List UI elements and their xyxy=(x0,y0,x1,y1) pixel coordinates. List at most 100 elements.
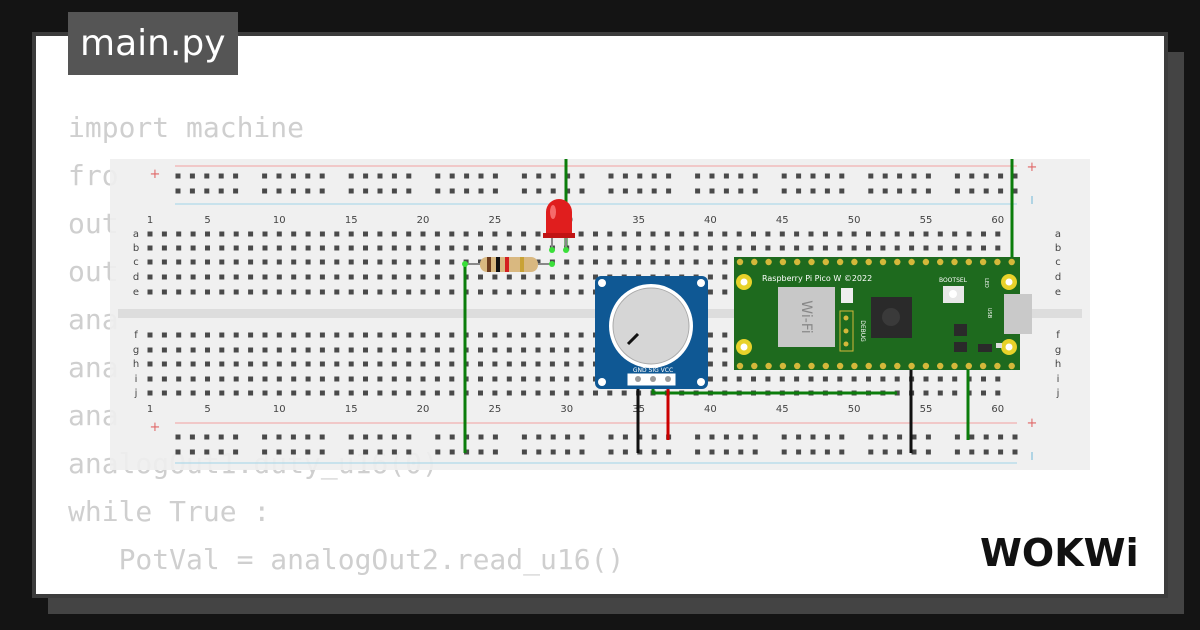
breadboard-hole[interactable] xyxy=(262,332,268,338)
breadboard-hole[interactable] xyxy=(363,347,368,353)
breadboard-hole[interactable] xyxy=(781,188,787,194)
breadboard-hole[interactable] xyxy=(147,376,153,382)
breadboard-hole[interactable] xyxy=(882,188,888,194)
breadboard-hole[interactable] xyxy=(290,434,296,440)
breadboard-hole[interactable] xyxy=(969,188,975,194)
breadboard-hole[interactable] xyxy=(262,173,268,179)
breadboard-hole[interactable] xyxy=(434,376,440,382)
pico-pin[interactable] xyxy=(937,362,944,370)
breadboard-hole[interactable] xyxy=(391,289,397,295)
breadboard-hole[interactable] xyxy=(579,188,585,194)
breadboard-hole[interactable] xyxy=(147,332,153,338)
breadboard-hole[interactable] xyxy=(607,245,613,251)
breadboard-hole[interactable] xyxy=(664,259,670,265)
breadboard-hole[interactable] xyxy=(954,173,960,179)
breadboard-hole[interactable] xyxy=(176,390,182,396)
pico-pin[interactable] xyxy=(836,258,844,266)
breadboard-hole[interactable] xyxy=(550,173,556,179)
breadboard-hole[interactable] xyxy=(204,449,210,455)
breadboard-hole[interactable] xyxy=(880,376,886,382)
breadboard-hole[interactable] xyxy=(463,245,469,251)
breadboard-hole[interactable] xyxy=(937,245,943,251)
breadboard-hole[interactable] xyxy=(998,173,1004,179)
breadboard-hole[interactable] xyxy=(521,188,527,194)
breadboard-hole[interactable] xyxy=(722,259,728,265)
breadboard-hole[interactable] xyxy=(578,376,584,382)
breadboard-hole[interactable] xyxy=(262,188,268,194)
breadboard-hole[interactable] xyxy=(937,390,943,396)
breadboard-hole[interactable] xyxy=(189,173,195,179)
breadboard-hole[interactable] xyxy=(377,332,383,338)
breadboard-hole[interactable] xyxy=(291,245,297,251)
breadboard-hole[interactable] xyxy=(637,173,643,179)
pico-pin[interactable] xyxy=(794,258,801,266)
breadboard-hole[interactable] xyxy=(219,274,225,280)
breadboard-hole[interactable] xyxy=(478,434,484,440)
breadboard-hole[interactable] xyxy=(248,231,254,237)
breadboard-hole[interactable] xyxy=(851,376,857,382)
breadboard-hole[interactable] xyxy=(190,347,196,353)
breadboard-hole[interactable] xyxy=(161,361,167,367)
breadboard-hole[interactable] xyxy=(161,259,167,265)
breadboard-hole[interactable] xyxy=(752,188,758,194)
breadboard-hole[interactable] xyxy=(651,434,657,440)
breadboard-hole[interactable] xyxy=(276,376,282,382)
breadboard-hole[interactable] xyxy=(391,188,397,194)
breadboard-hole[interactable] xyxy=(204,434,210,440)
breadboard-hole[interactable] xyxy=(607,390,613,396)
breadboard-hole[interactable] xyxy=(377,231,383,237)
breadboard-hole[interactable] xyxy=(276,332,282,338)
breadboard-hole[interactable] xyxy=(348,332,354,338)
pico-pin[interactable] xyxy=(994,362,1001,370)
breadboard-hole[interactable] xyxy=(420,390,426,396)
breadboard-hole[interactable] xyxy=(983,188,989,194)
breadboard-hole[interactable] xyxy=(535,390,541,396)
pico-pin[interactable] xyxy=(751,258,758,266)
breadboard-hole[interactable] xyxy=(363,245,368,251)
breadboard-hole[interactable] xyxy=(420,231,426,237)
breadboard-hole[interactable] xyxy=(564,376,570,382)
breadboard-hole[interactable] xyxy=(954,449,960,455)
breadboard-hole[interactable] xyxy=(578,289,584,295)
breadboard-hole[interactable] xyxy=(319,231,325,237)
breadboard-hole[interactable] xyxy=(449,376,455,382)
breadboard-hole[interactable] xyxy=(305,274,311,280)
breadboard-hole[interactable] xyxy=(377,390,383,396)
breadboard-hole[interactable] xyxy=(305,188,311,194)
breadboard-hole[interactable] xyxy=(449,347,455,353)
breadboard-hole[interactable] xyxy=(305,259,311,265)
breadboard-hole[interactable] xyxy=(824,173,830,179)
breadboard-hole[interactable] xyxy=(521,361,527,367)
breadboard-hole[interactable] xyxy=(363,376,368,382)
breadboard-hole[interactable] xyxy=(621,245,627,251)
breadboard-hole[interactable] xyxy=(478,361,483,367)
breadboard-hole[interactable] xyxy=(291,231,297,237)
breadboard-hole[interactable] xyxy=(147,347,153,353)
breadboard-hole[interactable] xyxy=(981,376,986,382)
breadboard-hole[interactable] xyxy=(536,188,542,194)
breadboard-hole[interactable] xyxy=(305,434,311,440)
breadboard-hole[interactable] xyxy=(679,259,685,265)
breadboard-hole[interactable] xyxy=(521,347,527,353)
breadboard-hole[interactable] xyxy=(969,434,975,440)
pico-pin[interactable] xyxy=(1008,258,1015,266)
breadboard-hole[interactable] xyxy=(435,434,441,440)
pico-pin[interactable] xyxy=(851,362,858,370)
breadboard-hole[interactable] xyxy=(822,231,828,237)
breadboard-hole[interactable] xyxy=(233,361,239,367)
breadboard-hole[interactable] xyxy=(219,361,225,367)
breadboard-hole[interactable] xyxy=(492,289,498,295)
breadboard-hole[interactable] xyxy=(651,449,657,455)
breadboard-hole[interactable] xyxy=(550,434,556,440)
pico-pin[interactable] xyxy=(879,258,887,266)
breadboard-hole[interactable] xyxy=(319,274,325,280)
breadboard-hole[interactable] xyxy=(348,231,354,237)
breadboard-hole[interactable] xyxy=(420,274,426,280)
pico-pin[interactable] xyxy=(736,362,744,370)
breadboard-hole[interactable] xyxy=(549,289,555,295)
breadboard-hole[interactable] xyxy=(622,173,628,179)
breadboard-hole[interactable] xyxy=(995,376,1001,382)
breadboard-hole[interactable] xyxy=(506,347,512,353)
breadboard-hole[interactable] xyxy=(276,245,282,251)
breadboard-hole[interactable] xyxy=(348,390,354,396)
